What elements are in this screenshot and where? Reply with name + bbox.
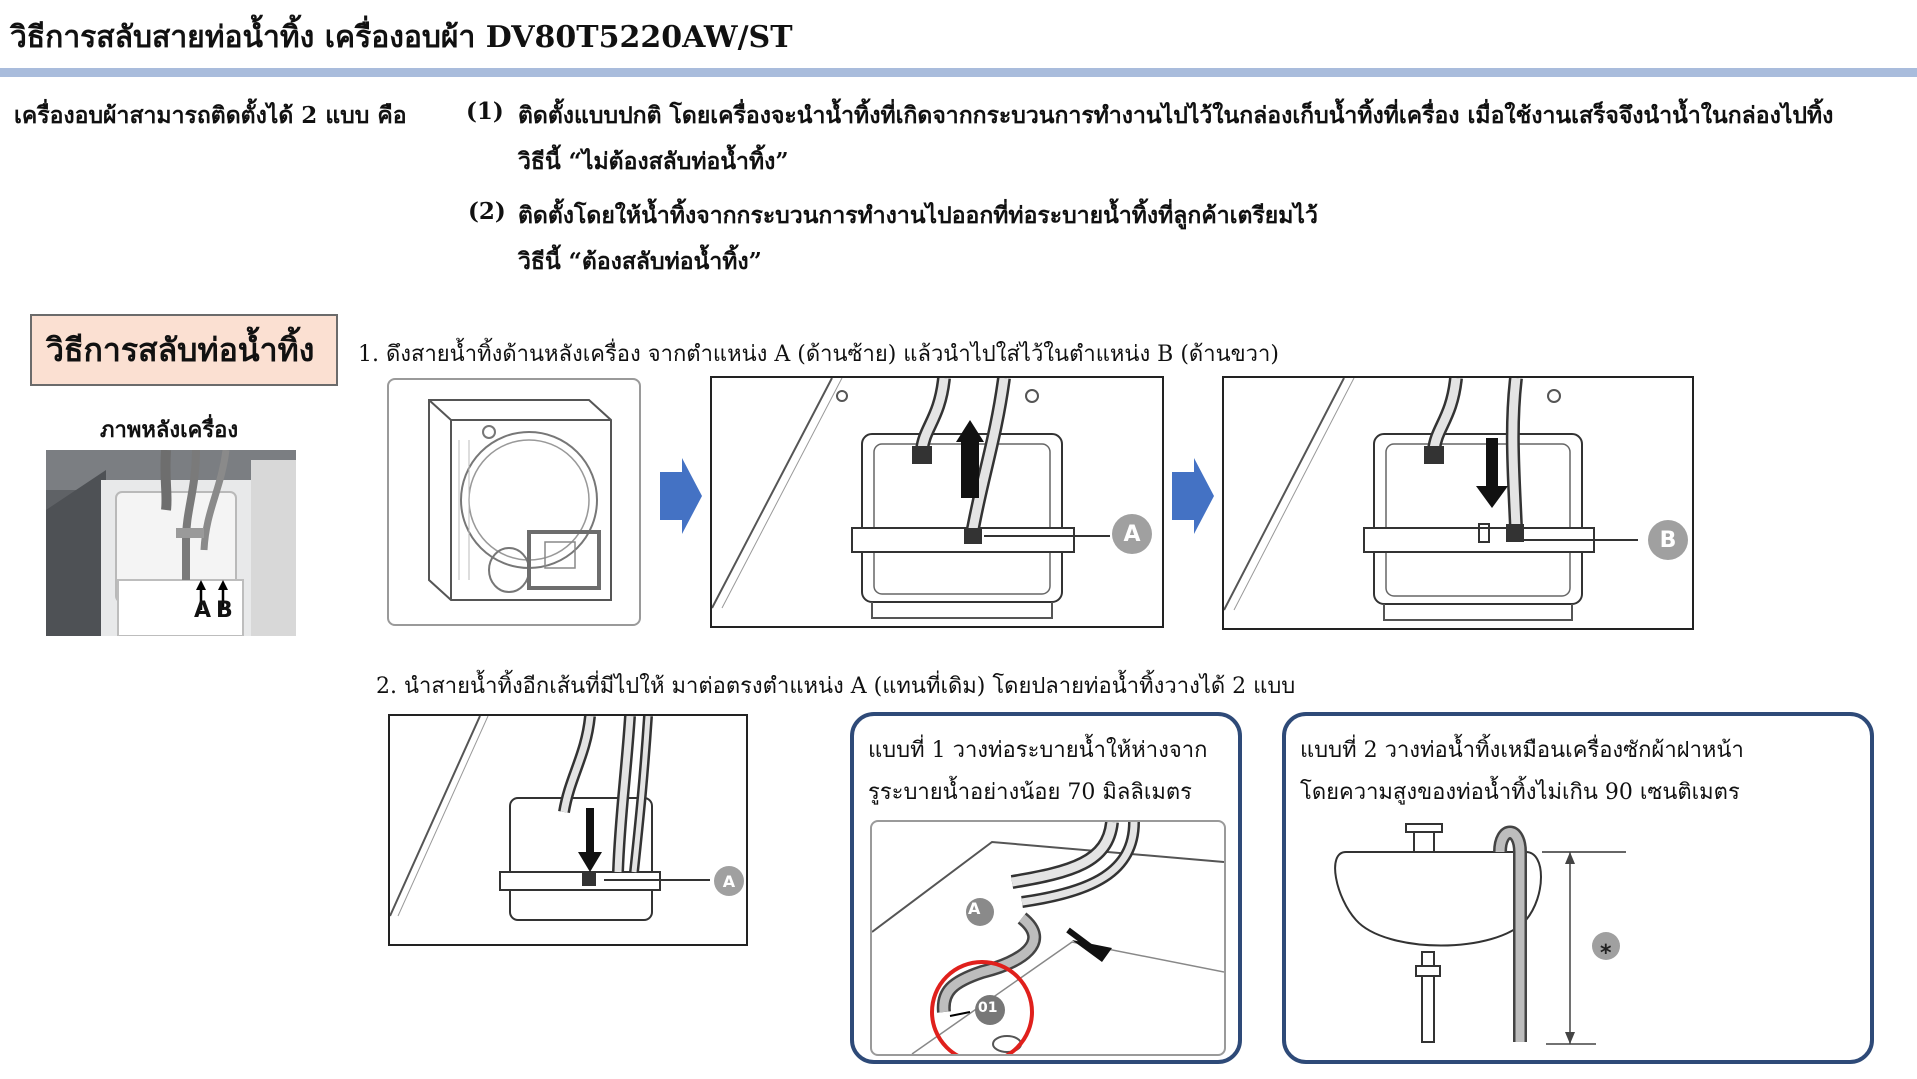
option-1-number: (1) — [466, 98, 504, 125]
new-hose-connection-illustration: A — [388, 714, 748, 946]
option-1-note: วิธีนี้ “ไม่ต้องสลับท่อน้ำทิ้ง” — [518, 148, 789, 175]
option-2-panel-line1: แบบที่ 2 วางท่อน้ำทิ้งเหมือนเครื่องซักผ้… — [1300, 738, 1744, 763]
rear-photo-label: ภาพหลังเครื่อง — [100, 417, 239, 443]
callout-b-letter: B — [1659, 527, 1677, 553]
section-heading: วิธีการสลับท่อน้ำทิ้ง — [30, 314, 338, 386]
hose-position-a-illustration: A — [710, 376, 1164, 628]
intro-lead: เครื่องอบผ้าสามารถติดตั้งได้ 2 แบบ คือ — [14, 102, 407, 129]
rear-letter-a: A — [194, 598, 212, 623]
callout-a-letter: A — [1123, 521, 1141, 547]
callout-a-letter-step2: A — [722, 871, 736, 891]
connection-drawing — [390, 716, 710, 921]
machine-drawing — [428, 399, 612, 601]
option-2-number: (2) — [468, 198, 506, 225]
floor-drain-drawing — [872, 822, 1224, 1054]
option-2-note: วิธีนี้ “ต้องสลับท่อน้ำทิ้ง” — [518, 248, 762, 275]
rear-photo: A B — [46, 450, 296, 636]
sink-drain-drawing — [1334, 823, 1626, 1045]
option-1-panel: แบบที่ 1 วางท่อระบายน้ำให้ห่างจาก รูระบา… — [850, 712, 1242, 1064]
step-2-text: 2. นำสายน้ำทิ้งอีกเส้นที่มีไปให้ มาต่อตร… — [376, 674, 1296, 699]
flow-arrow-2-icon — [1172, 458, 1214, 534]
rear-letter-b: B — [216, 598, 233, 623]
step-1-text: 1. ดึงสายน้ำทิ้งด้านหลังเครื่อง จากตำแหน… — [358, 342, 1279, 367]
option-2-panel: แบบที่ 2 วางท่อน้ำทิ้งเหมือนเครื่องซักผ้… — [1282, 712, 1874, 1064]
option-1-callout-a: A — [968, 899, 981, 918]
callout-a-badge-step2: A — [714, 866, 744, 896]
height-mark: * — [1600, 941, 1612, 966]
hose-position-b-illustration: B — [1222, 376, 1694, 630]
machine-overview-illustration — [387, 378, 641, 626]
flow-arrow-1-icon — [660, 458, 702, 534]
option-2-panel-line2: โดยความสูงของท่อน้ำทิ้งไม่เกิน 90 เซนติเ… — [1300, 780, 1740, 805]
option-1-panel-line1: แบบที่ 1 วางท่อระบายน้ำให้ห่างจาก — [868, 738, 1208, 763]
floor-drain-illustration: A 01 — [870, 820, 1226, 1056]
callout-b-badge: B — [1648, 520, 1688, 560]
title-divider — [0, 68, 1917, 77]
box-a-drawing — [712, 378, 1110, 619]
option-1-text: ติดตั้งแบบปกติ โดยเครื่องจะนำน้ำทิ้งที่เ… — [518, 102, 1834, 129]
rear-photo-drawing — [46, 450, 296, 636]
box-b-drawing — [1224, 378, 1638, 621]
option-2-text: ติดตั้งโดยให้น้ำทิ้งจากกระบวนการทำงานไปอ… — [518, 202, 1318, 229]
page-title: วิธีการสลับสายท่อน้ำทิ้ง เครื่องอบผ้า DV… — [10, 20, 793, 55]
callout-a-badge: A — [1112, 514, 1152, 554]
part-01-label: 01 — [978, 1000, 998, 1016]
option-1-panel-line2: รูระบายน้ำอย่างน้อย 70 มิลลิเมตร — [868, 780, 1192, 805]
